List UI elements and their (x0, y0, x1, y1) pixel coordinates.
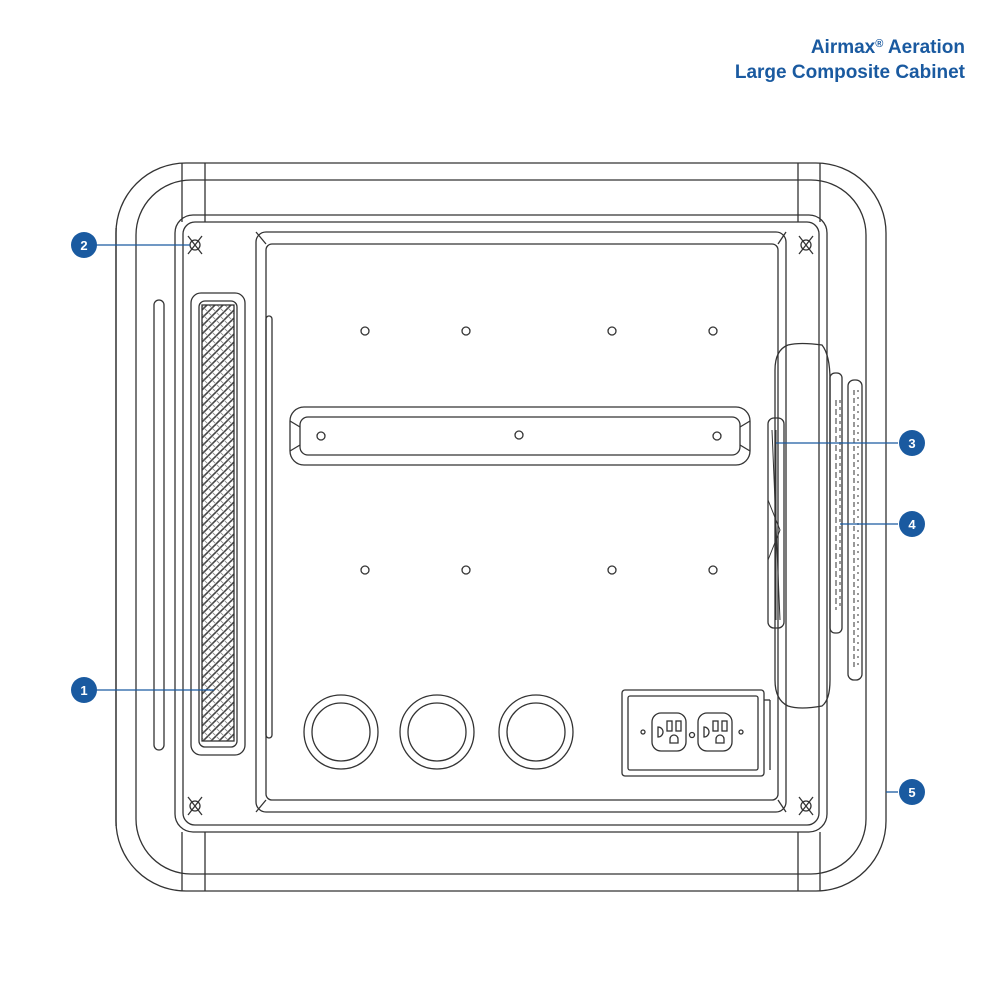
title-line-1-rest: Aeration (883, 37, 965, 58)
title-line-1: Airmax® Aeration (735, 32, 965, 60)
callout-3: 3 (899, 430, 925, 456)
cabinet-outer-frame (115, 162, 887, 892)
duplex-outlet-icon (640, 712, 744, 752)
diagram-title: Airmax® Aeration Large Composite Cabinet (735, 32, 965, 85)
fan-grille-icon (767, 390, 859, 670)
callout-1-marker (71, 677, 97, 703)
outlet-box (621, 689, 771, 777)
callout-2: 2 (71, 232, 97, 258)
callout-1: 1 (71, 677, 97, 703)
callout-2-marker (71, 232, 97, 258)
vent-mesh-icon (201, 304, 235, 742)
callout-3-number: 3 (908, 436, 915, 451)
callout-2-number: 2 (80, 238, 87, 253)
callout-5-marker (899, 779, 925, 805)
callout-4: 4 (899, 511, 925, 537)
callout-5: 5 (899, 779, 925, 805)
title-line-2: Large Composite Cabinet (734, 62, 965, 83)
brand-name: Airmax (810, 37, 876, 58)
equipment-tray (255, 231, 787, 813)
conduit-knockouts (303, 694, 574, 770)
fan-housing (767, 342, 863, 709)
callout-3-marker (899, 430, 925, 456)
corner-latch-icon (187, 235, 814, 816)
mounting-holes (360, 326, 718, 575)
callout-5-number: 5 (908, 785, 915, 800)
callout-1-number: 1 (80, 683, 87, 698)
registered-mark: ® (875, 38, 884, 50)
callout-4-marker (899, 511, 925, 537)
base-plate (174, 214, 828, 833)
mounting-rail (289, 406, 751, 466)
callout-4-number: 4 (908, 517, 916, 532)
